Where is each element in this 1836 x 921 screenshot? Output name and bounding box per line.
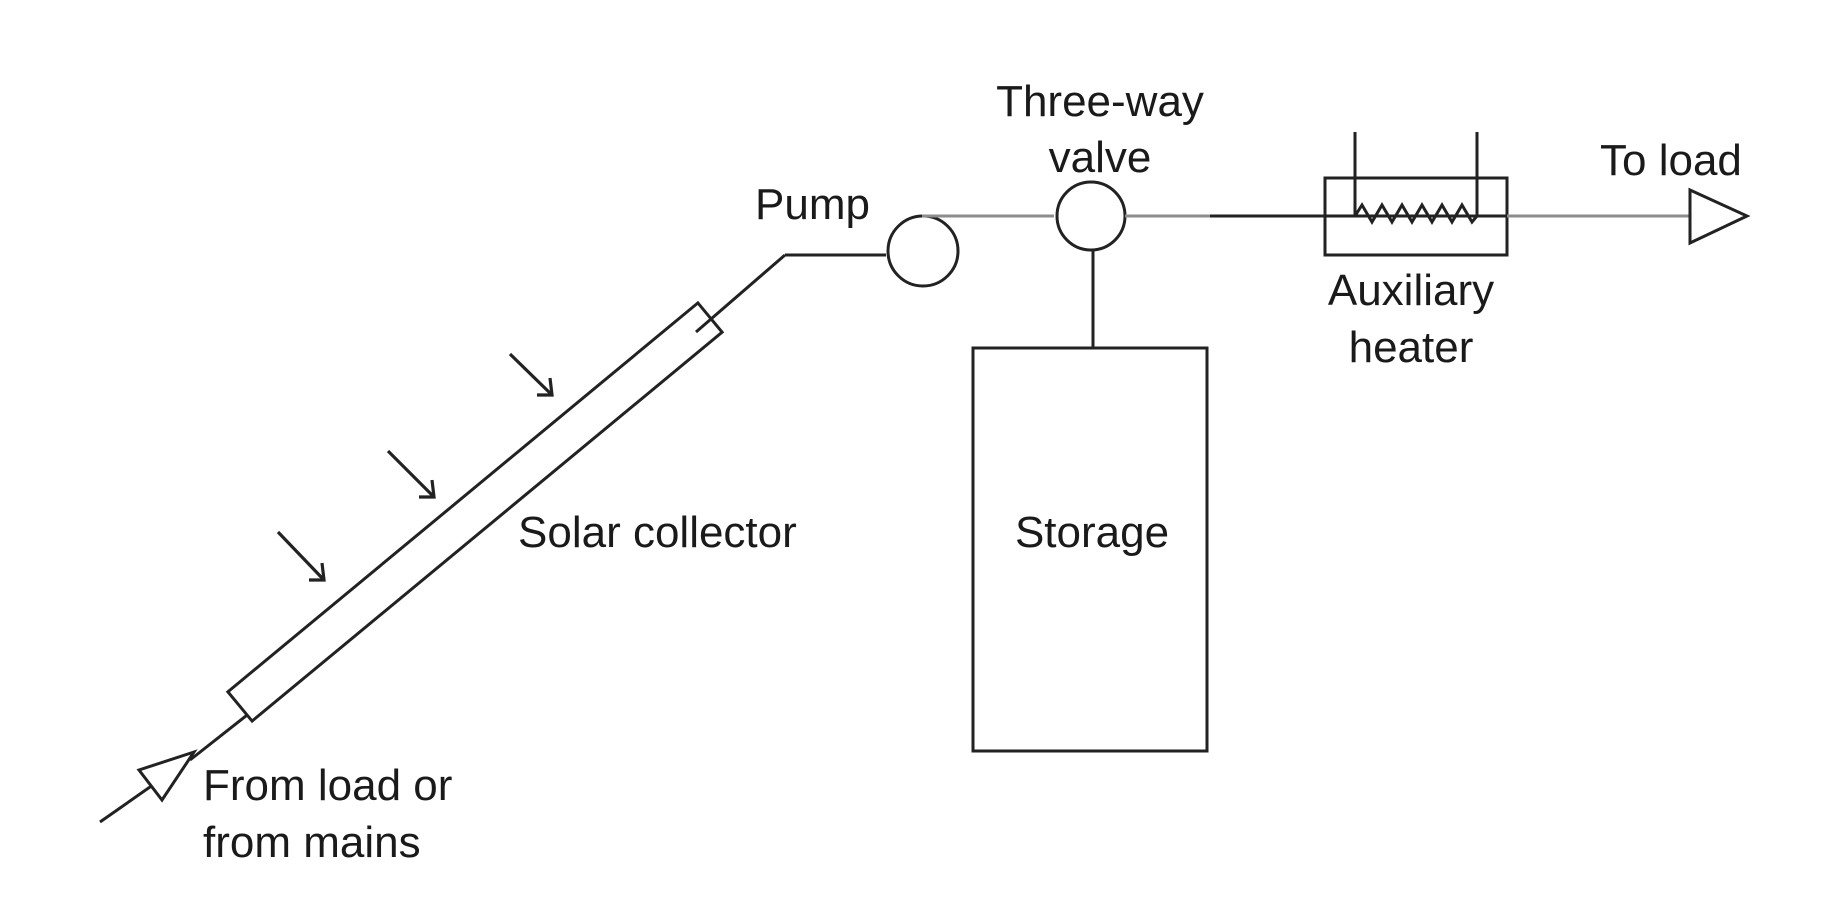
from-load-label: from mains — [203, 818, 421, 867]
outlet-arrow-icon — [1688, 187, 1751, 246]
from-load-label: From load or — [203, 761, 452, 810]
sun-ray-arrow-icon — [276, 530, 326, 582]
sun-arrows — [276, 352, 554, 582]
sun-ray-arrow-icon — [508, 352, 554, 397]
auxiliary-heater-label: Auxiliary — [1328, 266, 1494, 315]
to-load-label: To load — [1600, 136, 1742, 185]
outlet-pipe — [1507, 187, 1751, 246]
inlet-arrow-icon — [136, 749, 198, 803]
storage-tank — [971, 346, 1209, 753]
three-way-valve-label: Three-way — [996, 77, 1204, 126]
pump — [886, 214, 960, 288]
pump-label: Pump — [755, 180, 870, 229]
three-way-valve — [1055, 180, 1127, 252]
collector-outlet-pipe — [695, 253, 886, 334]
heating-coil-icon — [1353, 202, 1479, 225]
storage-label: Storage — [1015, 508, 1169, 557]
auxiliary-heater — [1323, 132, 1509, 257]
three-way-valve-label: valve — [1049, 133, 1152, 182]
inlet-pipe — [99, 706, 257, 824]
solar-collector — [225, 300, 725, 724]
solar-collector-label: Solar collector — [518, 508, 797, 557]
sun-ray-arrow-icon — [386, 449, 436, 499]
auxiliary-heater-label: heater — [1349, 323, 1474, 372]
